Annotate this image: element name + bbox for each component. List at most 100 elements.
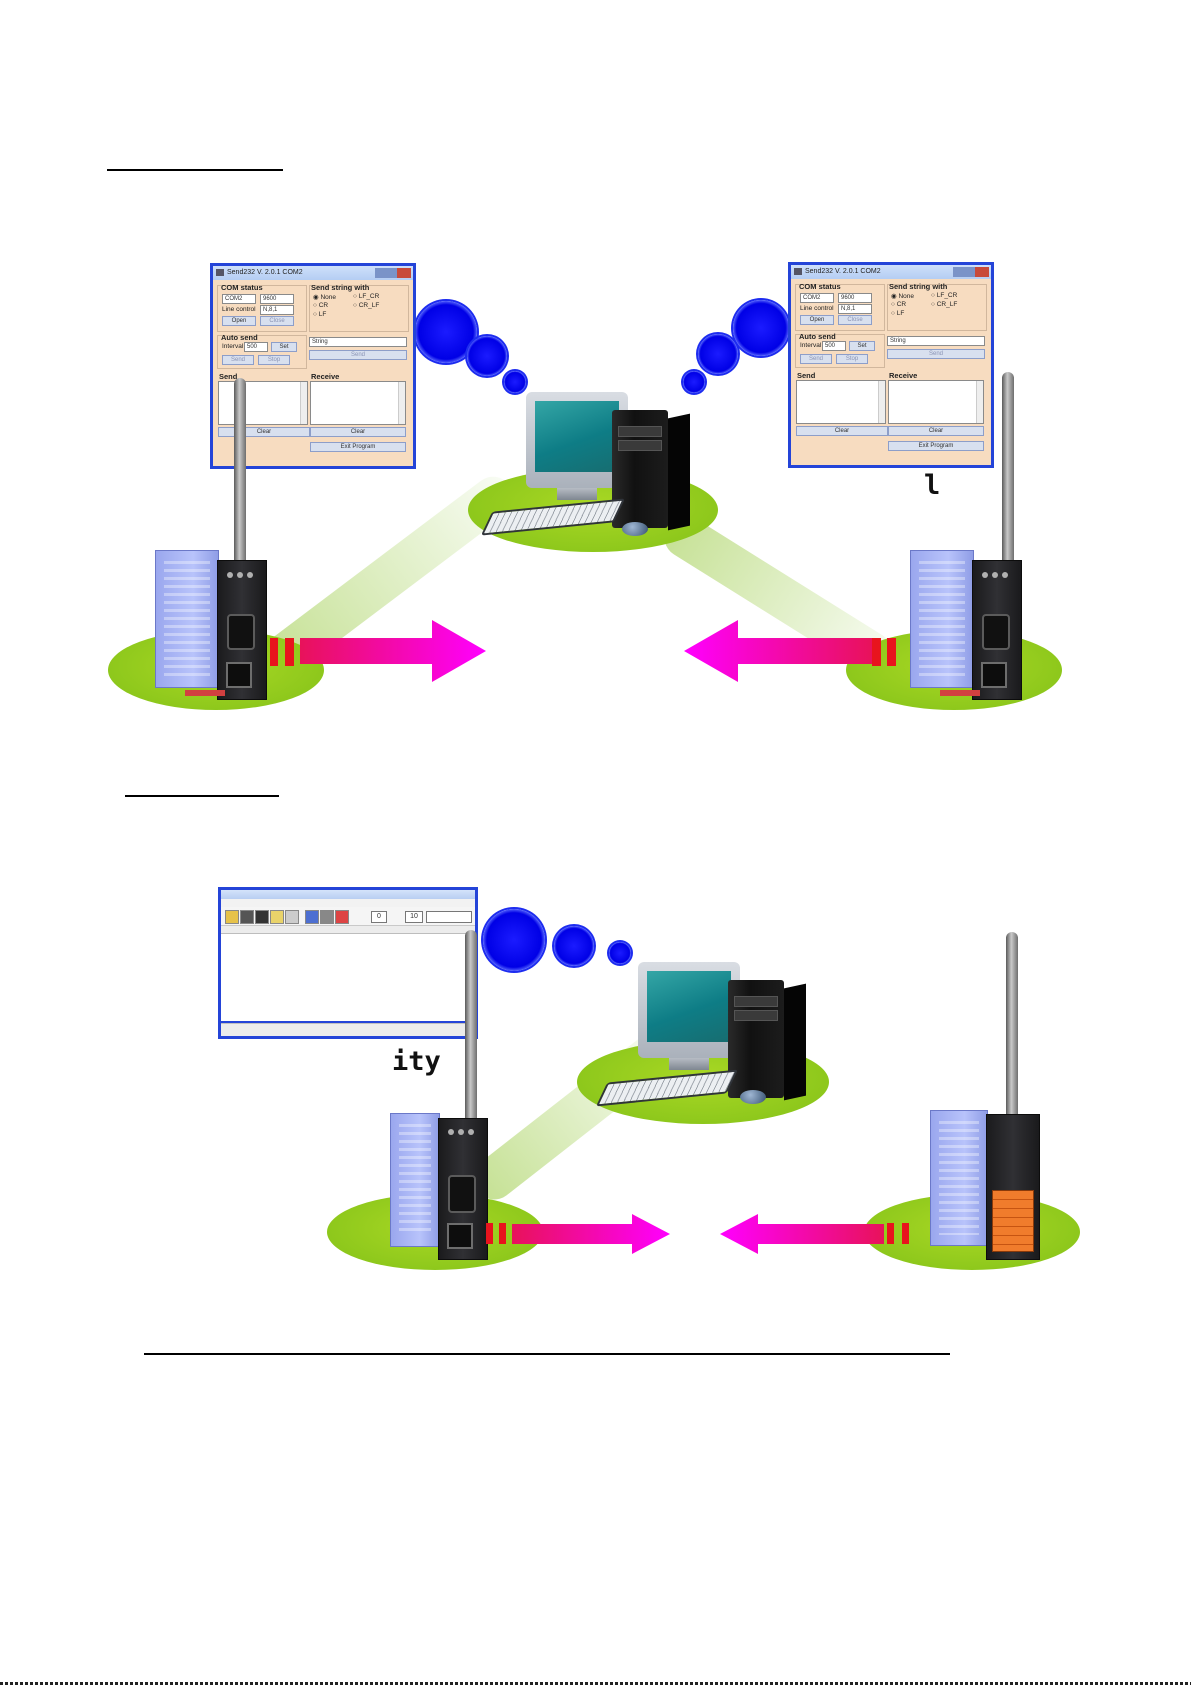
interval-field[interactable]: 500	[822, 341, 846, 351]
counter-b: 10	[405, 911, 423, 923]
window-title: Send232 V. 2.0.1 COM2	[805, 268, 881, 275]
clear-send-button[interactable]: Clear	[218, 427, 310, 437]
radio-none[interactable]: ◉ None	[313, 294, 337, 301]
receive-textbox[interactable]	[310, 381, 406, 425]
line-control-field[interactable]: N,8,1	[838, 304, 872, 314]
radio-lf[interactable]: ○ LF	[313, 311, 327, 318]
receive-section-label: Receive	[889, 371, 918, 380]
auto-send-button[interactable]: Send	[222, 355, 254, 365]
save-icon[interactable]	[240, 910, 254, 924]
signal-stripe-2	[285, 638, 294, 666]
send-button[interactable]: Send	[887, 349, 985, 359]
com-status-label: COM status	[221, 283, 263, 292]
counter-a: 0	[371, 911, 387, 923]
com-port-select[interactable]: COM2	[800, 293, 834, 303]
close-button[interactable]: Close	[838, 315, 872, 325]
receive-section-label: Receive	[311, 372, 340, 381]
send-section-label: Send	[797, 371, 816, 380]
signal-stripe-4	[887, 638, 896, 666]
utility-window: 0 10	[218, 887, 478, 1039]
caption-bottom-left: ity	[392, 1046, 441, 1077]
antenna-bottom-right	[1006, 932, 1018, 1168]
signal-stripe-1	[270, 638, 278, 666]
arrow-right-top	[300, 620, 486, 682]
pc-tower-top	[612, 410, 690, 531]
radio-cr-lf[interactable]: ○ CR_LF	[353, 302, 380, 309]
pc-mouse-bottom	[740, 1090, 766, 1104]
utility-data-grid[interactable]	[221, 926, 475, 1021]
open-icon[interactable]	[225, 910, 239, 924]
clear-send-button[interactable]: Clear	[796, 426, 888, 436]
utility-titlebar	[221, 890, 475, 899]
radio-lf-cr[interactable]: ○ LF_CR	[353, 293, 380, 300]
signal-stripe-7	[887, 1223, 894, 1244]
auto-send-button[interactable]: Send	[800, 354, 832, 364]
utility-toolbar: 0 10	[221, 907, 475, 926]
interval-label: Interval	[800, 342, 822, 349]
section-heading-underline-2	[125, 795, 279, 797]
radio-none[interactable]: ◉ None	[891, 293, 915, 300]
send-button[interactable]: Send	[309, 350, 407, 360]
pause-icon[interactable]	[285, 910, 299, 924]
thought-bubble-small-bottom	[609, 942, 631, 964]
send-string-with-label: Send string with	[311, 283, 370, 292]
stop-button[interactable]: Stop	[836, 354, 868, 364]
com-port-select[interactable]: COM2	[222, 294, 256, 304]
radio-lf[interactable]: ○ LF	[891, 310, 905, 317]
exit-icon[interactable]	[335, 910, 349, 924]
antenna-top-right	[1002, 372, 1014, 584]
pc-monitor-stand-top	[557, 488, 597, 500]
thought-bubble-medium-left	[467, 336, 507, 376]
receive-textbox[interactable]	[888, 380, 984, 424]
page-bottom-edge	[0, 1682, 1191, 1685]
signal-stripe-6	[499, 1223, 506, 1244]
signal-stripe-8	[902, 1223, 909, 1244]
exit-program-button[interactable]: Exit Program	[310, 442, 406, 452]
radio-lf-cr[interactable]: ○ LF_CR	[931, 292, 958, 299]
thought-bubble-large-left	[415, 301, 477, 363]
interval-field[interactable]: 500	[244, 342, 268, 352]
open-button[interactable]: Open	[222, 316, 256, 326]
signal-stripe-3	[872, 638, 881, 666]
auto-send-label: Auto send	[221, 333, 258, 342]
open-button[interactable]: Open	[800, 315, 834, 325]
thought-bubble-large-right	[733, 300, 789, 356]
section-heading-underline-1	[107, 169, 283, 171]
arrow-left-top	[684, 620, 872, 682]
string-field[interactable]: String	[309, 337, 407, 347]
send-section-label: Send	[219, 372, 238, 381]
print-icon[interactable]	[255, 910, 269, 924]
send-textbox[interactable]	[218, 381, 308, 425]
send232-window-right: Send232 V. 2.0.1 COM2 COM status COM2 96…	[788, 262, 994, 468]
string-field[interactable]: String	[887, 336, 985, 346]
send-textbox[interactable]	[796, 380, 886, 424]
thought-bubble-medium-bottom	[554, 926, 594, 966]
send232-window-left: Send232 V. 2.0.1 COM2 COM status COM2 96…	[210, 263, 416, 469]
radio-cr[interactable]: ○ CR	[313, 302, 329, 309]
radio-cr[interactable]: ○ CR	[891, 301, 907, 308]
clear-receive-button[interactable]: Clear	[888, 426, 984, 436]
send-string-with-label: Send string with	[889, 282, 948, 291]
antenna-top-left	[234, 378, 246, 583]
set-button[interactable]: Set	[271, 342, 297, 352]
utility-menubar	[221, 899, 475, 907]
set-button[interactable]: Set	[849, 341, 875, 351]
connect-icon[interactable]	[305, 910, 319, 924]
radio-cr-lf[interactable]: ○ CR_LF	[931, 301, 958, 308]
pc-tower-bottom	[728, 980, 806, 1101]
edit-icon[interactable]	[270, 910, 284, 924]
stop-button[interactable]: Stop	[258, 355, 290, 365]
toolbar-field	[426, 911, 472, 923]
caption-top-right: l	[924, 470, 941, 501]
clear-receive-button[interactable]: Clear	[310, 427, 406, 437]
line-control-label: Line control	[800, 305, 834, 312]
arrow-left-bottom	[720, 1214, 884, 1254]
stop-icon[interactable]	[320, 910, 334, 924]
close-button[interactable]: Close	[260, 316, 294, 326]
exit-program-button[interactable]: Exit Program	[888, 441, 984, 451]
baud-select[interactable]: 9600	[260, 294, 294, 304]
line-control-field[interactable]: N,8,1	[260, 305, 294, 315]
baud-select[interactable]: 9600	[838, 293, 872, 303]
thought-bubble-medium-right	[698, 334, 738, 374]
section-heading-underline-3	[144, 1353, 950, 1355]
